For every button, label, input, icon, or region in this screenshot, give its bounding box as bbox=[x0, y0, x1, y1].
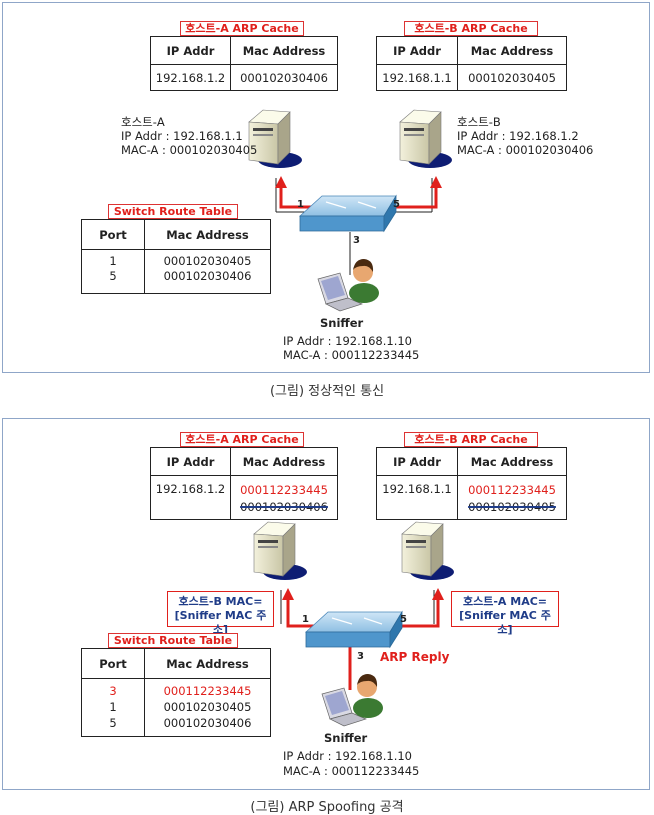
switch-route-table: Port Mac Address 1 5 000102030405 000102… bbox=[81, 219, 271, 294]
port-5-label: 5 bbox=[400, 614, 407, 625]
cache-mac: 000102030405 bbox=[457, 64, 567, 91]
sniffer-name: Sniffer bbox=[324, 731, 368, 745]
route-port: 5 bbox=[109, 716, 117, 730]
hostB-arp-cache-title: 호스트-B ARP Cache bbox=[404, 21, 538, 36]
sniffer-name: Sniffer bbox=[320, 316, 364, 330]
cache-mac-original: 000102030406 bbox=[240, 500, 328, 514]
col-header-mac: Mac Address bbox=[230, 36, 338, 65]
hostA-arp-cache-title: 호스트-A ARP Cache bbox=[180, 21, 304, 36]
col-header-mac: Mac Address bbox=[144, 648, 271, 679]
hostB-arp-cache-title: 호스트-B ARP Cache bbox=[404, 432, 538, 447]
col-header-port: Port bbox=[81, 219, 145, 250]
hostA-name: 호스트-A bbox=[121, 115, 165, 129]
hostA-ip: IP Addr : 192.168.1.1 bbox=[121, 129, 243, 143]
cache-ip: 192.168.1.1 bbox=[376, 64, 458, 91]
hostA-arp-cache-title: 호스트-A ARP Cache bbox=[180, 432, 304, 447]
route-port: 3 bbox=[109, 684, 117, 698]
switch-route-table-title: Switch Route Table bbox=[108, 633, 238, 648]
sniffer-ip: IP Addr : 192.168.1.10 bbox=[283, 334, 412, 348]
col-header-mac: Mac Address bbox=[457, 447, 567, 476]
route-mac: 000102030406 bbox=[163, 716, 252, 730]
sniffer-mac: MAC-A : 000112233445 bbox=[283, 348, 420, 362]
route-mac: 000102030406 bbox=[163, 269, 252, 283]
figure1-caption: (그림) 정상적인 통신 bbox=[269, 384, 385, 399]
hostB-mac: MAC-A : 000102030406 bbox=[457, 143, 594, 157]
port-5-label: 5 bbox=[393, 199, 400, 210]
arp-reply-label: ARP Reply bbox=[380, 650, 450, 664]
hostA-arp-cache-table: IP Addr Mac Address 192.168.1.2 00011223… bbox=[150, 447, 338, 520]
cache-ip: 192.168.1.2 bbox=[150, 64, 231, 91]
cache-mac-spoofed: 000112233445 bbox=[240, 483, 328, 497]
hostA-mac: MAC-A : 000102030405 bbox=[121, 143, 258, 157]
hostB-arp-cache-table: IP Addr Mac Address 192.168.1.1 00011223… bbox=[376, 447, 567, 520]
col-header-port: Port bbox=[81, 648, 145, 679]
callout-line2: [Sniffer MAC 주소] bbox=[174, 609, 267, 636]
cache-mac-original: 000102030405 bbox=[468, 500, 556, 514]
hostB-ip: IP Addr : 192.168.1.2 bbox=[457, 129, 579, 143]
port-1-label: 1 bbox=[297, 199, 304, 210]
hostA-arp-cache-table: IP Addr Mac Address 192.168.1.2 00010203… bbox=[150, 36, 338, 91]
route-port: 5 bbox=[109, 269, 117, 283]
callout-line2: [Sniffer MAC 주소] bbox=[459, 609, 551, 636]
hostB-arp-cache-table: IP Addr Mac Address 192.168.1.1 00010203… bbox=[376, 36, 567, 91]
port-1-label: 1 bbox=[302, 614, 309, 625]
callout-line1: 호스트-A MAC= bbox=[462, 595, 548, 608]
cache-mac-spoofed: 000112233445 bbox=[468, 483, 556, 497]
port-3-label: 3 bbox=[353, 235, 360, 246]
route-mac: 000102030405 bbox=[163, 254, 252, 268]
switch-route-table: Port Mac Address 3 1 5 000112233445 0001… bbox=[81, 648, 271, 737]
route-mac: 000102030405 bbox=[163, 700, 252, 714]
callout-hostA-mac: 호스트-A MAC= [Sniffer MAC 주소] bbox=[451, 591, 559, 636]
sniffer-mac: MAC-A : 000112233445 bbox=[283, 764, 420, 778]
col-header-ip: IP Addr bbox=[150, 447, 231, 476]
route-port: 1 bbox=[109, 700, 117, 714]
route-port: 1 bbox=[109, 254, 117, 268]
col-header-mac: Mac Address bbox=[230, 447, 338, 476]
port-3-label: 3 bbox=[357, 651, 364, 662]
cache-ip: 192.168.1.1 bbox=[376, 475, 458, 520]
cache-ip: 192.168.1.2 bbox=[150, 475, 231, 520]
figure2-caption: (그림) ARP Spoofing 공격 bbox=[250, 800, 404, 815]
sniffer-ip: IP Addr : 192.168.1.10 bbox=[283, 749, 412, 763]
hostA-label: 호스트-A IP Addr : 192.168.1.1 MAC-A : 0001… bbox=[121, 115, 257, 157]
col-header-ip: IP Addr bbox=[376, 447, 458, 476]
hostB-label: 호스트-B IP Addr : 192.168.1.2 MAC-A : 0001… bbox=[457, 115, 593, 157]
switch-route-table-title: Switch Route Table bbox=[108, 204, 238, 219]
col-header-ip: IP Addr bbox=[376, 36, 458, 65]
cache-mac: 000102030406 bbox=[230, 64, 338, 91]
col-header-mac: Mac Address bbox=[457, 36, 567, 65]
callout-hostB-mac: 호스트-B MAC= [Sniffer MAC 주소] bbox=[167, 591, 274, 636]
callout-line1: 호스트-B MAC= bbox=[178, 595, 263, 608]
hostB-name: 호스트-B bbox=[457, 115, 501, 129]
route-mac: 000112233445 bbox=[163, 684, 252, 698]
